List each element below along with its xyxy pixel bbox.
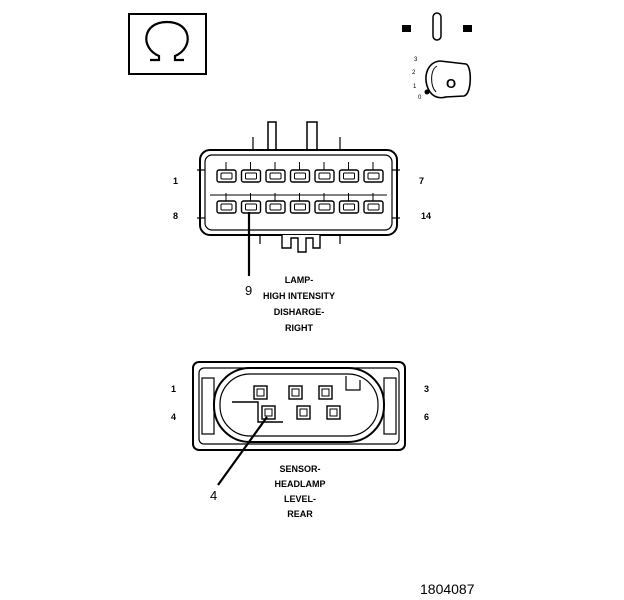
ignition-pos-3: 3 <box>414 57 418 63</box>
connector-1-label-pin8: 8 <box>173 211 178 221</box>
connector-2-label-pin3: 3 <box>424 384 429 394</box>
pin-cavity-1 <box>253 385 268 400</box>
ignition-right-mark <box>463 25 472 32</box>
pin-cavity-5 <box>296 405 311 420</box>
connector-2-callout-pin: 4 <box>210 488 217 503</box>
connector-2-label-pin1: 1 <box>171 384 176 394</box>
connector-1-housing <box>199 149 398 236</box>
connector-1-label-pin7: 7 <box>419 176 424 186</box>
pin-cavity-3 <box>265 162 286 183</box>
pin-cavity-11 <box>289 193 311 214</box>
connector-2-label-pin4: 4 <box>171 412 176 422</box>
pin-cavity-4 <box>289 162 311 183</box>
pin-cavity-8 <box>216 193 237 214</box>
connector-1-caption-line3: DISHARGE- <box>274 307 325 317</box>
ignition-key-letter: O <box>446 76 456 91</box>
connector-2-caption-line4: REAR <box>287 509 313 519</box>
pin-cavity-2 <box>240 162 262 183</box>
connector-lamp-hid-right: 1 7 8 14 9 LAMP- HIGH INTENSITY DISHARGE… <box>173 121 431 333</box>
connector-2-label-pin6: 6 <box>424 412 429 422</box>
pin-cavity-14 <box>363 193 384 214</box>
pin-cavity-6 <box>326 405 341 420</box>
pin-cavity-2 <box>288 385 303 400</box>
pin-cavity-13 <box>338 193 360 214</box>
figure-number: 1804087 <box>420 581 475 597</box>
pin-cavity-10 <box>265 193 286 214</box>
connector-1-caption-line2: HIGH INTENSITY <box>263 291 335 301</box>
connector-2-caption-line3: LEVEL- <box>284 494 316 504</box>
connector-2-callout-line <box>217 416 268 486</box>
pin-cavity-12 <box>314 193 335 214</box>
connector-1-callout-pin: 9 <box>245 283 252 298</box>
ohm-icon <box>145 20 189 62</box>
pin-cavity-1 <box>216 162 237 183</box>
ignition-pos-1: 1 <box>413 84 417 90</box>
ignition-off-bar <box>432 12 442 41</box>
ignition-pos-0: 0 <box>418 95 422 101</box>
connector-2-caption-line1: SENSOR- <box>279 464 320 474</box>
connector-1-caption-line4: RIGHT <box>285 323 314 333</box>
pin-cavity-7 <box>363 162 384 183</box>
connector-2-caption-line2: HEADLAMP <box>275 479 326 489</box>
connector-1-label-pin14: 14 <box>421 211 431 221</box>
connector-1-pins <box>216 162 384 214</box>
pin-cavity-5 <box>314 162 335 183</box>
pin-cavity-9 <box>240 193 262 214</box>
connector-sensor-headlamp-level-rear: 1 3 4 6 4 SENSOR- HEADLAMP LEVEL- REAR <box>171 361 429 519</box>
connector-1-caption-line1: LAMP- <box>285 275 314 285</box>
ignition-pos-2: 2 <box>412 70 416 76</box>
ignition-pointer-dot <box>424 89 430 95</box>
pin-cavity-4 <box>261 405 276 420</box>
connector-1-label-pin1: 1 <box>173 176 178 186</box>
pin-cavity-3 <box>318 385 333 400</box>
ignition-left-mark <box>402 25 411 32</box>
ignition-switch-icon: O 3 2 1 0 <box>402 12 472 101</box>
connector-2-pins <box>253 385 341 420</box>
ohmmeter-symbol: Ω <box>128 13 207 75</box>
pin-cavity-6 <box>338 162 360 183</box>
